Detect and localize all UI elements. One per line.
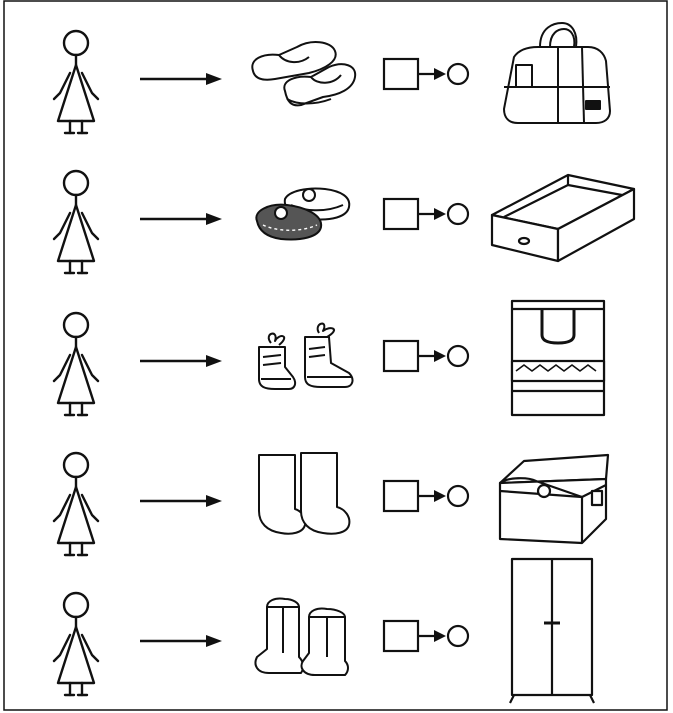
wardrobe-icon <box>509 557 595 704</box>
rubber-boots-icon <box>254 597 349 676</box>
row-felt-boots-chest <box>0 427 673 567</box>
felt-boots-icon <box>258 452 351 535</box>
box-to-circle-icon <box>382 479 470 513</box>
box-to-circle-icon <box>382 197 470 231</box>
box-to-circle-icon <box>382 619 470 653</box>
person-icon <box>52 169 100 275</box>
row-rubber-boots-wardrobe <box>0 557 673 707</box>
row-shoes-bag <box>0 5 673 145</box>
person-icon <box>52 591 100 697</box>
person-icon <box>52 29 100 135</box>
arrow-icon <box>140 73 222 85</box>
chest-icon <box>498 453 610 545</box>
arrow-icon <box>140 495 222 507</box>
arrow-icon <box>140 213 222 225</box>
page-border <box>3 0 668 711</box>
person-icon <box>52 311 100 417</box>
box-to-circle-icon <box>382 57 470 91</box>
drawer-icon <box>490 173 636 263</box>
box-icon <box>510 299 606 417</box>
row-slippers-drawer <box>0 145 673 285</box>
row-lace-boots-box <box>0 287 673 427</box>
arrow-icon <box>140 635 222 647</box>
bag-icon <box>503 22 611 124</box>
arrow-icon <box>140 355 222 367</box>
box-to-circle-icon <box>382 339 470 373</box>
shoes-icon <box>251 41 357 107</box>
lace-up-boots-icon <box>258 322 354 390</box>
slippers-icon <box>255 187 351 241</box>
person-icon <box>52 451 100 557</box>
